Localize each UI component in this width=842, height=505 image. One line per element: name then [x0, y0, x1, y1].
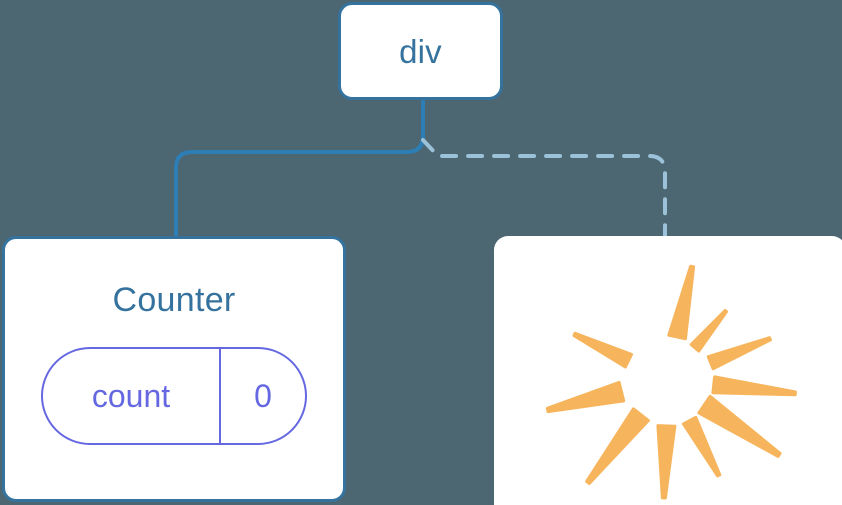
node-div-label: div — [399, 32, 442, 70]
node-div[interactable]: div — [338, 2, 503, 100]
burst-ray-7 — [585, 407, 650, 485]
burst-ray-6 — [656, 424, 677, 500]
node-counter[interactable]: Counter count 0 — [2, 236, 346, 502]
burst-ray-1 — [689, 308, 729, 353]
burst-ray-4 — [697, 394, 782, 458]
state-pill[interactable]: count 0 — [41, 347, 307, 445]
sparkle-burst-icon — [545, 264, 797, 500]
burst-ray-9 — [572, 331, 634, 369]
burst-ray-2 — [706, 336, 772, 371]
burst-ray-0 — [667, 264, 696, 341]
burst-ray-8 — [545, 380, 626, 414]
burst-ray-3 — [711, 375, 797, 397]
state-value-label: 0 — [254, 378, 272, 414]
node-burst[interactable] — [494, 236, 842, 505]
state-key-label: count — [43, 349, 221, 443]
burst-ray-5 — [681, 415, 722, 478]
connector-trunk — [174, 98, 425, 240]
connector-dashed-branch — [421, 138, 667, 240]
node-counter-title: Counter — [112, 281, 236, 319]
